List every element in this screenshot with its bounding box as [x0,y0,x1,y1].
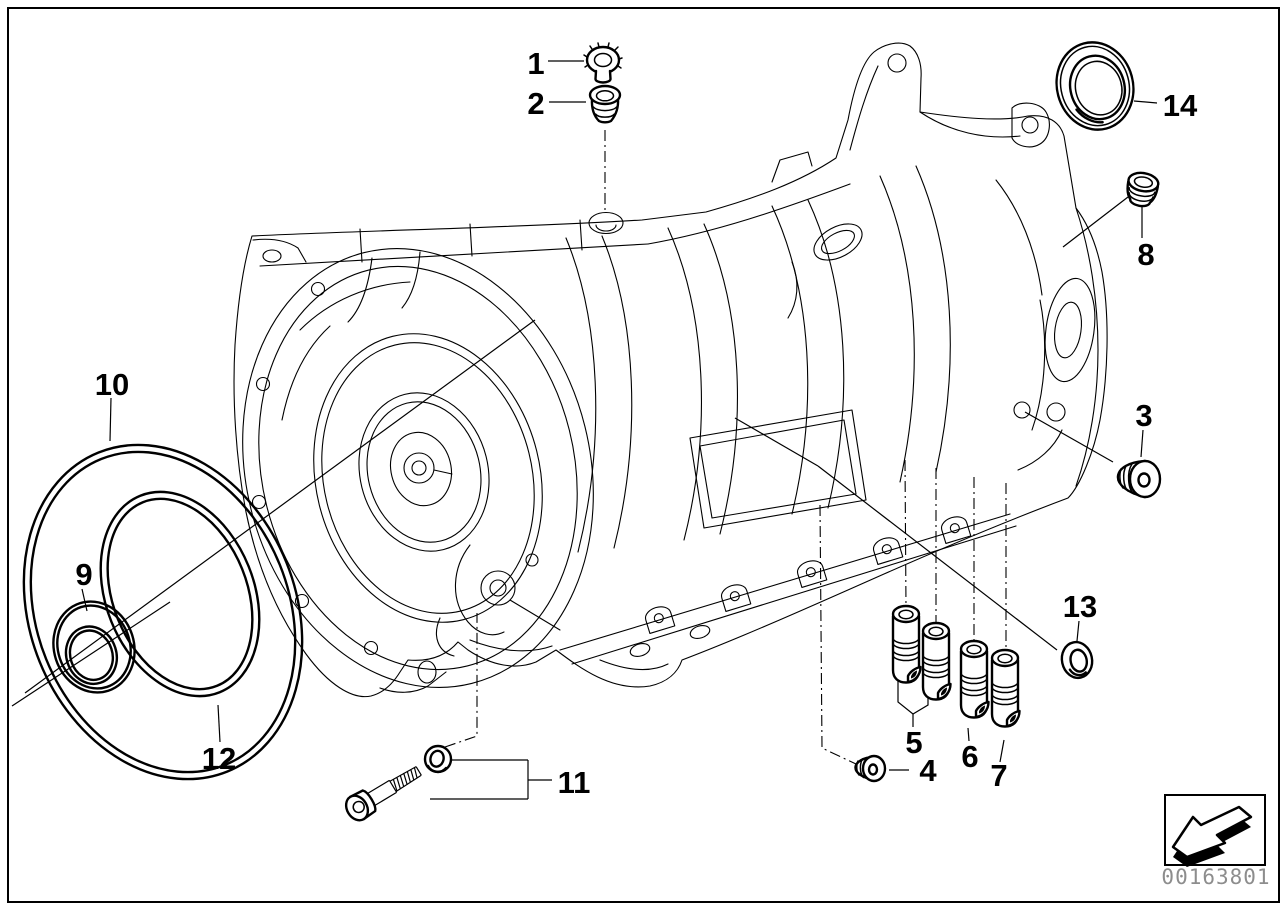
part-14-shaft-seal [1055,41,1135,131]
callout-6: 6 [961,739,978,774]
down-left-arrow-icon [1171,805,1253,867]
callout-11: 11 [558,765,591,800]
callout-5: 5 [905,725,922,760]
stamp-box: 00163801 [1161,794,1270,889]
part-11-washer [423,744,453,774]
callout-9: 9 [75,557,92,592]
callout-8: 8 [1137,237,1154,272]
part-9-shaft-seal [52,600,136,694]
callout-7: 7 [990,758,1007,793]
image-id: 00163801 [1161,865,1270,889]
part-3-screw-plug [1116,459,1162,499]
callout-12: 12 [202,741,236,776]
part-7-solenoid-valve [990,648,1021,728]
part-6-solenoid-valve [959,639,990,719]
part-5-solenoid-valve-a [891,604,922,684]
transmission-housing-drawing [233,42,1108,698]
callout-3: 3 [1135,398,1152,433]
part-13-seal-ring [1060,640,1094,680]
part-10-drive-plate [22,443,304,781]
part-2-vent-valve [588,84,622,124]
part-1-breather-cap [583,42,623,84]
page-border [7,7,1280,903]
callout-10: 10 [95,367,129,402]
leader-lines [81,60,1158,800]
callout-4: 4 [919,753,937,788]
part-5-solenoid-valve-b [921,621,952,701]
callout-2: 2 [527,86,544,121]
callout-14: 14 [1163,88,1198,123]
part-4-plug [854,754,887,783]
callout-1: 1 [527,46,544,81]
part-8-screw-plug [1126,171,1160,208]
callout-13: 13 [1063,589,1097,624]
callout-labels: 1 2 3 4 5 6 7 8 9 10 11 12 13 14 [75,46,1198,800]
axis-centerlines [11,319,536,707]
part-11-torx-bolt [344,766,422,822]
